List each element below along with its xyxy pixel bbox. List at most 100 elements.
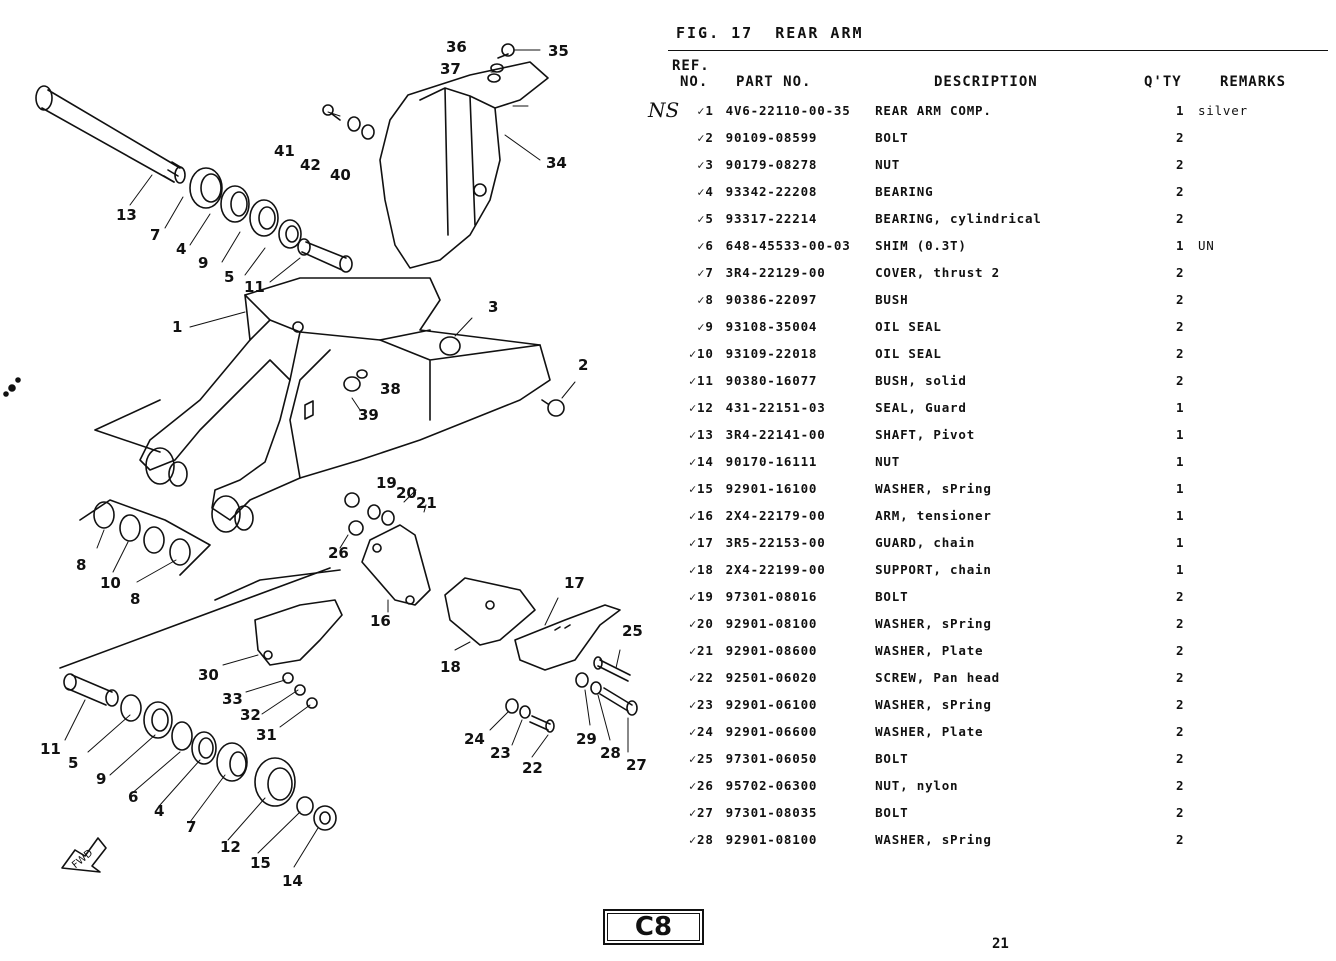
part-no-cell: 431-22151-03 <box>725 400 826 415</box>
figure-number: FIG. 17 <box>676 24 754 42</box>
description-cell: WASHER, sPring <box>875 832 992 847</box>
description-cell: OIL SEAL <box>875 319 942 334</box>
qty-cell: 2 <box>1175 157 1185 172</box>
part-no-cell: 95702-06300 <box>725 778 818 793</box>
ref-no: 11 <box>697 373 714 388</box>
ref-no: 28 <box>697 832 714 847</box>
callout-number: 31 <box>256 726 277 744</box>
ref-no: 12 <box>697 400 714 415</box>
remarks-cell <box>1192 421 1336 448</box>
ref-no: 22 <box>697 670 714 685</box>
callout-number: 36 <box>446 38 467 56</box>
callout-number: 3 <box>488 298 498 316</box>
qty-cell: 2 <box>1175 373 1185 388</box>
part-no-cell: 92901-06100 <box>725 697 818 712</box>
page-number: 21 <box>992 936 1009 952</box>
ref-no-cell: ✓20 <box>668 610 722 637</box>
part-no-cell: 93108-35004 <box>725 319 818 334</box>
ref-no: 8 <box>705 292 714 307</box>
check-mark-icon: ✓ <box>697 131 706 145</box>
check-mark-icon: ✓ <box>688 347 697 361</box>
qty-cell: 1 <box>1175 103 1185 118</box>
ref-no: 14 <box>697 454 714 469</box>
hardware-22-24 <box>505 698 555 733</box>
callout-number: 42 <box>300 156 321 174</box>
ref-no: 21 <box>697 643 714 658</box>
part-no-cell: 97301-08016 <box>725 589 818 604</box>
check-mark-icon: ✓ <box>697 104 706 118</box>
header-ref-line1: REF. <box>672 58 710 74</box>
ref-no: 10 <box>697 346 714 361</box>
remarks-cell <box>1192 799 1336 826</box>
callout-number: 5 <box>224 268 234 286</box>
callout-number: 15 <box>250 854 271 872</box>
callout-number: 26 <box>328 544 349 562</box>
ref-no-cell: ✓22 <box>668 664 722 691</box>
remarks-cell <box>1192 664 1336 691</box>
callout-number: 2 <box>578 356 588 374</box>
qty-cell: 2 <box>1175 643 1185 658</box>
remarks-cell <box>1192 367 1336 394</box>
ref-no: 2 <box>705 130 714 145</box>
remarks-cell <box>1192 502 1336 529</box>
remarks-cell: UN <box>1197 238 1215 253</box>
description-cell: WASHER, sPring <box>875 697 992 712</box>
check-mark-icon: ✓ <box>688 806 697 820</box>
callout-number: 11 <box>40 740 61 758</box>
remarks-cell <box>1192 745 1336 772</box>
check-mark-icon: ✓ <box>697 185 706 199</box>
upper-bearing-stack <box>189 167 353 273</box>
description-cell: WASHER, sPring <box>875 616 992 631</box>
description-cell: SCREW, Pan head <box>875 670 1000 685</box>
ref-no: 17 <box>697 535 714 550</box>
qty-cell: 2 <box>1175 751 1185 766</box>
qty-cell: 2 <box>1175 832 1185 847</box>
description-cell: COVER, thrust 2 <box>875 265 1000 280</box>
check-mark-icon: ✓ <box>688 536 697 550</box>
remarks-cell <box>1192 637 1336 664</box>
ref-no-cell: ✓18 <box>668 556 722 583</box>
description-cell: SUPPORT, chain <box>875 562 992 577</box>
callout-number: 40 <box>330 166 351 184</box>
callout-number: 5 <box>68 754 78 772</box>
description-cell: BEARING <box>875 184 934 199</box>
callout-number: 10 <box>100 574 121 592</box>
callout-number: 7 <box>150 226 160 244</box>
callout-number: 14 <box>282 872 303 890</box>
check-mark-icon: ✓ <box>688 509 697 523</box>
qty-cell: 2 <box>1175 211 1185 226</box>
part-no-cell: 92901-08100 <box>725 832 818 847</box>
figure-name: REAR ARM <box>775 24 864 42</box>
ref-no: 15 <box>697 481 714 496</box>
figure-title: FIG. 17 REAR ARM <box>676 24 864 42</box>
callout-number: 34 <box>546 154 567 172</box>
remarks-cell <box>1192 259 1336 286</box>
check-mark-icon: ✓ <box>688 401 697 415</box>
part-no-cell: 90170-16111 <box>725 454 818 469</box>
ref-no: 7 <box>705 265 714 280</box>
margin-marks <box>3 377 21 397</box>
callout-number: 7 <box>186 818 196 836</box>
ref-no: 26 <box>697 778 714 793</box>
part-no-cell: 92901-08600 <box>725 643 818 658</box>
header-description: DESCRIPTION <box>934 74 1038 90</box>
check-mark-icon: ✓ <box>688 563 697 577</box>
callout-number: 16 <box>370 612 391 630</box>
fwd-arrow: FWD <box>61 837 107 873</box>
section-stamp: C8 <box>603 909 704 945</box>
swing-arm-body <box>94 277 551 533</box>
description-cell: BUSH, solid <box>875 373 967 388</box>
